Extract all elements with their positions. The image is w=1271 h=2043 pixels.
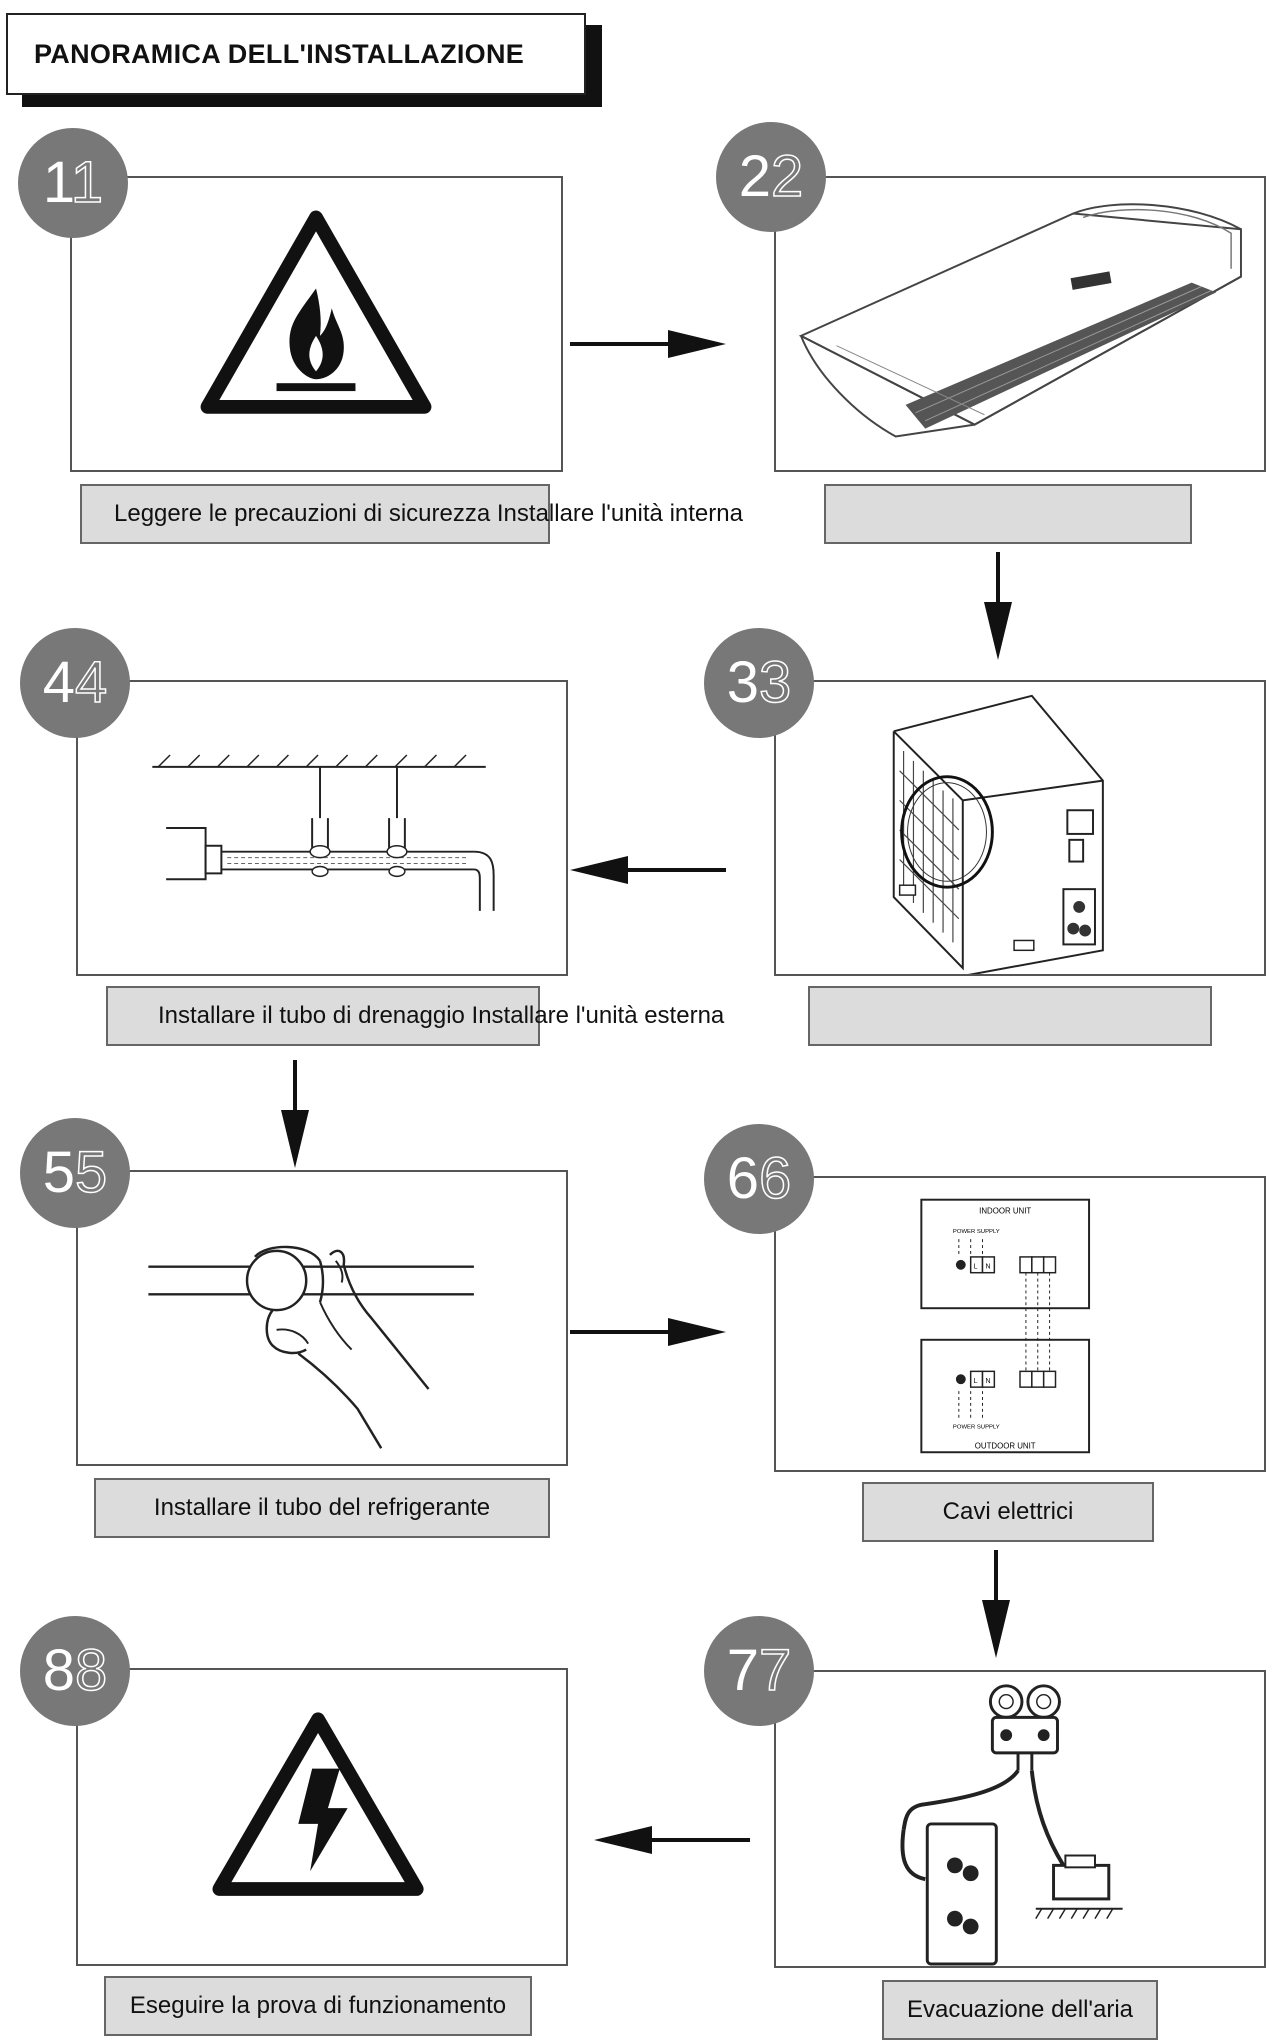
- outdoor-unit-icon: [892, 694, 1104, 974]
- step-5-label: Installare il tubo del refrigerante: [94, 1478, 550, 1538]
- wiring-power-supply-indoor-text: POWER SUPPLY: [953, 1229, 1000, 1235]
- drain-pipe-icon: [152, 754, 495, 911]
- step-5-badge: 55: [20, 1118, 130, 1228]
- page-title-box: PANORAMICA DELL'INSTALLAZIONE: [6, 13, 586, 95]
- step-2-badge: 22: [716, 122, 826, 232]
- step-4-label-text: Installare il tubo di drenaggio Installa…: [158, 1002, 725, 1029]
- step-4-label: Installare il tubo di drenaggio Installa…: [106, 986, 724, 1046]
- arrow-down-2-3: [984, 552, 1012, 660]
- wiring-n-indoor: N: [985, 1264, 990, 1271]
- step-4-badge: 44: [20, 628, 130, 738]
- step-7-badge: 77: [704, 1616, 814, 1726]
- wiring-n-outdoor: N: [985, 1378, 990, 1385]
- step-3-frame: [774, 680, 1266, 976]
- page-title: PANORAMICA DELL'INSTALLAZIONE: [34, 38, 525, 69]
- refrigerant-pipe-icon: [148, 1245, 474, 1449]
- step-4-frame: [76, 680, 568, 976]
- vacuum-pump-icon: [900, 1684, 1123, 1966]
- step-6-badge: 66: [704, 1124, 814, 1234]
- step-2-frame: [774, 176, 1266, 472]
- wiring-l-indoor: L: [974, 1264, 978, 1271]
- arrow-left-3-4: [570, 856, 726, 884]
- step-3-badge: 33: [704, 628, 814, 738]
- step-7-frame: [774, 1670, 1266, 1968]
- step-2-label: [824, 484, 1192, 544]
- step-8-frame: [76, 1668, 568, 1966]
- step-6-label: Cavi elettrici: [862, 1482, 1154, 1542]
- step-6-label-text: Cavi elettrici: [942, 1498, 1074, 1525]
- wiring-l-outdoor: L: [974, 1378, 978, 1385]
- step-7-label-text: Evacuazione dell'aria: [906, 1996, 1134, 2023]
- arrow-down-6-7: [982, 1550, 1010, 1658]
- step-1-label: Leggere le precauzioni di sicurezza Inst…: [80, 484, 743, 544]
- fire-warning-icon: [200, 210, 432, 414]
- step-7-label: Evacuazione dell'aria: [882, 1980, 1158, 2040]
- step-8-badge: 88: [20, 1616, 130, 1726]
- step-5-frame: [76, 1170, 568, 1466]
- step-1-frame: [70, 176, 563, 472]
- wiring-power-supply-outdoor-text: POWER SUPPLY: [953, 1425, 1000, 1431]
- step-3-label: [808, 986, 1212, 1046]
- arrow-down-4-5: [281, 1060, 309, 1168]
- step-8-label-text: Eseguire la prova di funzionamento: [129, 1992, 507, 2019]
- step-5-label-text: Installare il tubo del refrigerante: [153, 1494, 491, 1521]
- arrow-right-1-2: [570, 330, 726, 358]
- indoor-ceiling-unit-icon: [798, 203, 1242, 438]
- arrow-right-5-6: [570, 1318, 726, 1346]
- step-6-frame: INDOOR UNIT OUTDOOR UNIT POWER SUPPLY PO…: [774, 1176, 1266, 1472]
- arrow-left-7-8: [594, 1826, 750, 1854]
- step-1-badge: 11: [18, 128, 128, 238]
- wiring-diagram-icon: INDOOR UNIT OUTDOOR UNIT POWER SUPPLY PO…: [920, 1198, 1091, 1454]
- step-1-label-text: Leggere le precauzioni di sicurezza Inst…: [114, 500, 743, 527]
- wiring-outdoor-unit-text: OUTDOOR UNIT: [975, 1441, 1036, 1450]
- electric-hazard-icon: [212, 1712, 424, 1896]
- step-8-label: Eseguire la prova di funzionamento: [104, 1976, 532, 2036]
- wiring-indoor-unit-text: INDOOR UNIT: [979, 1207, 1031, 1216]
